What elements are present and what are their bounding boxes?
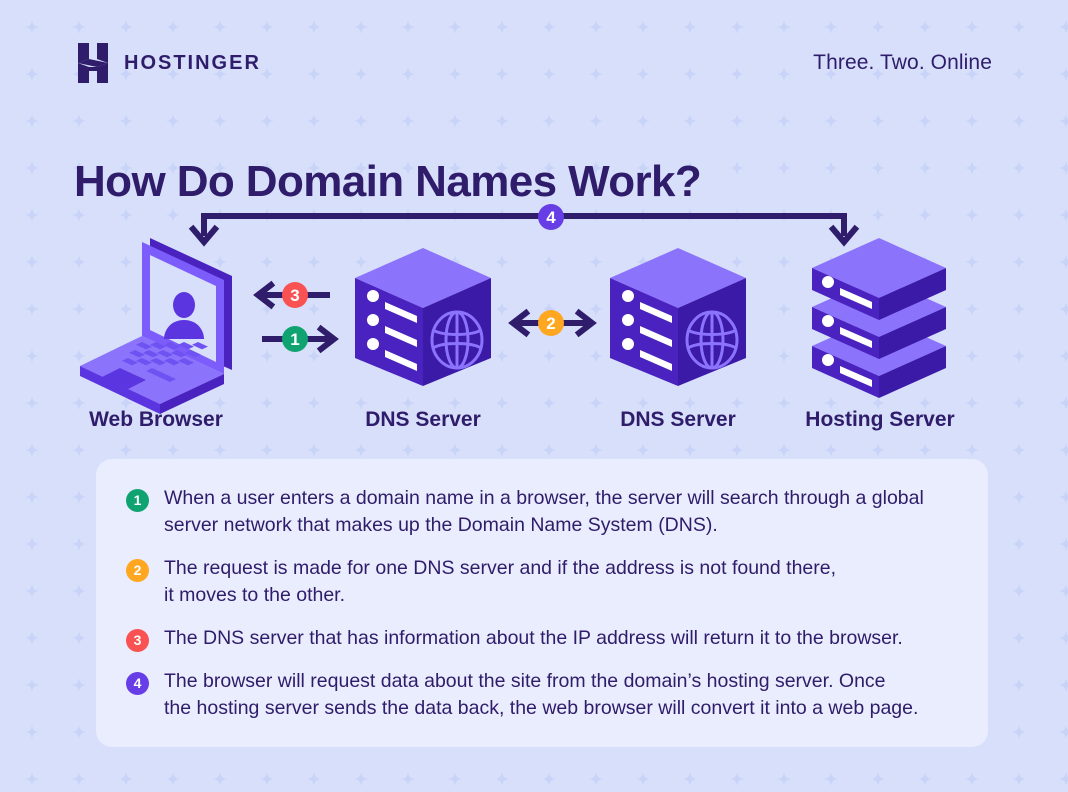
badge-4-label: 4 [546,208,556,227]
legend-text-4-line-1: The browser will request data about the … [164,670,886,692]
legend-text-1-line-1: When a user enters a domain name in a br… [164,487,924,509]
legend-item-4: 4 The browser will request data about th… [126,668,958,722]
legend-text-4: The browser will request data about the … [164,668,918,722]
node-web-browser-icon [80,238,232,414]
connection-2-bidirectional-arrow: 2 [508,308,597,338]
brand-name: HOSTINGER [124,51,261,74]
legend-text-2-line-1: The request is made for one DNS server a… [164,557,837,579]
node-label-dns-server-1: DNS Server [365,408,481,431]
legend-text-4-line-2: the hosting server sends the data back, … [164,697,919,719]
node-label-web-browser: Web Browser [89,408,223,431]
legend-text-1: When a user enters a domain name in a br… [164,485,924,539]
legend-item-3: 3 The DNS server that has information ab… [126,625,958,652]
legend-text-1-line-2: server network that makes up the Domain … [164,514,718,536]
legend-item-2: 2 The request is made for one DNS server… [126,555,958,609]
legend-card: 1 When a user enters a domain name in a … [96,459,988,747]
legend-badge-1: 1 [126,489,149,512]
connection-1-right-arrow: 1 [262,324,339,354]
legend-badge-3: 3 [126,629,149,652]
legend-item-1: 1 When a user enters a domain name in a … [126,485,958,539]
connection-3-left-arrow: 3 [253,280,330,310]
brand-logo[interactable]: HOSTINGER [76,41,261,85]
page-title: How Do Domain Names Work? [74,157,702,207]
legend-badge-4: 4 [126,672,149,695]
page-header: HOSTINGER Three. Two. Online [76,40,992,86]
hostinger-h-logo-icon [78,43,108,83]
badge-2-label: 2 [546,314,555,333]
badge-1-label: 1 [290,330,299,349]
node-dns-server-2-icon [610,248,746,386]
legend-badge-2: 2 [126,559,149,582]
legend-text-2: The request is made for one DNS server a… [164,555,836,609]
node-label-hosting-server: Hosting Server [805,408,955,431]
connection-4-bracket-arrow: 4 [188,204,860,247]
badge-3-label: 3 [290,286,299,305]
tagline: Three. Two. Online [813,51,992,74]
legend-text-3-line-1: The DNS server that has information abou… [164,627,903,649]
node-hosting-server-icon [812,238,946,398]
node-label-dns-server-2: DNS Server [620,408,736,431]
node-dns-server-1-icon [355,248,491,386]
legend-text-3: The DNS server that has information abou… [164,625,903,652]
legend-text-2-line-2: it moves to the other. [164,584,346,606]
